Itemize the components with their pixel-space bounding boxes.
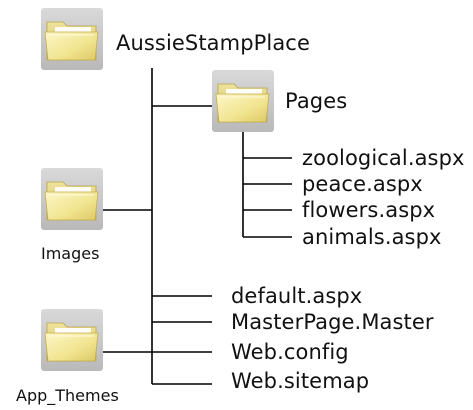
file-item: animals.aspx: [302, 225, 442, 249]
file-item: default.aspx: [231, 284, 363, 308]
file-item: zoological.aspx: [302, 146, 465, 170]
file-item: Web.config: [231, 340, 349, 364]
file-item: peace.aspx: [302, 172, 423, 196]
folder-icon: [212, 70, 274, 132]
root-folder-label: AussieStampPlace: [116, 31, 310, 55]
file-item: Web.sitemap: [231, 369, 370, 393]
folder-icon: [41, 168, 103, 230]
file-item: MasterPage.Master: [231, 310, 434, 334]
folder-icon: [41, 309, 103, 371]
app-themes-folder-label: App_Themes: [16, 386, 119, 405]
folder-icon: [41, 8, 103, 70]
images-folder-label: Images: [41, 244, 100, 263]
pages-folder-label: Pages: [285, 89, 348, 113]
file-item: flowers.aspx: [302, 198, 436, 222]
